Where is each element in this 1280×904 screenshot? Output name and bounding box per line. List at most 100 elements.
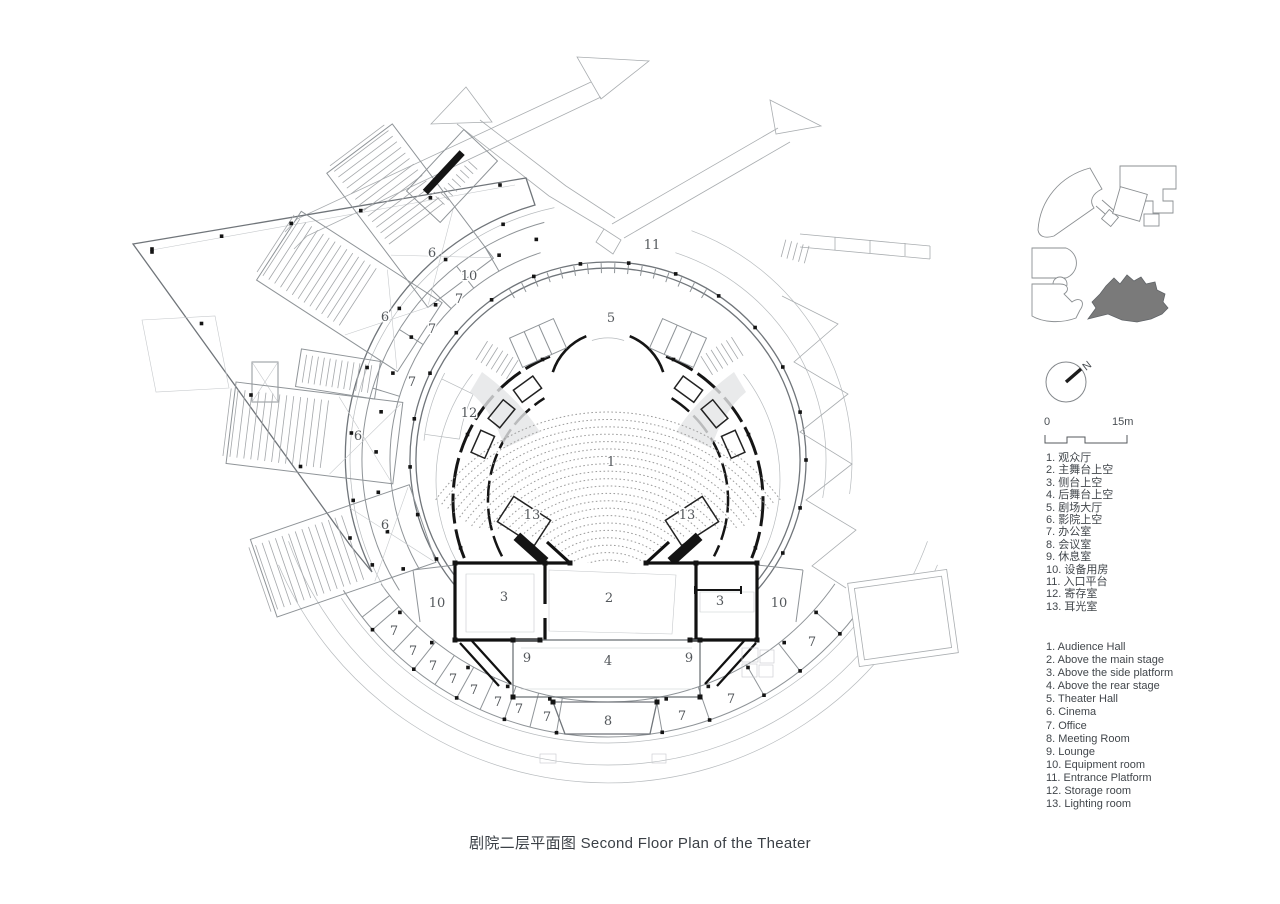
room-divider	[503, 686, 517, 720]
column-dot	[415, 512, 420, 517]
legend-item: 7. Office	[1046, 719, 1087, 732]
room-number-label: 10	[429, 596, 446, 611]
legend-item: 12. 寄存室	[1046, 588, 1098, 601]
room-number-label: 7	[390, 624, 398, 639]
column-dot	[401, 567, 405, 571]
legend-item: 3. Above the side platform	[1046, 667, 1174, 680]
ramp-arrow	[576, 56, 651, 100]
room-number-label: 7	[515, 702, 523, 717]
column-dot	[463, 275, 467, 279]
column-dot	[532, 274, 536, 279]
column-dot	[150, 250, 154, 254]
column-dot	[249, 393, 253, 397]
stage-walls	[453, 561, 759, 642]
room-divider	[479, 677, 495, 710]
legend-item: 4. Above the rear stage	[1046, 680, 1160, 693]
column-dot	[804, 458, 808, 462]
column-dot	[398, 610, 402, 615]
column-dot	[550, 699, 556, 705]
column-dot	[643, 560, 649, 566]
column-dot	[501, 222, 505, 227]
north-arrow: N	[1045, 359, 1094, 403]
room-number-label: 7	[429, 659, 437, 674]
room-number-label: 10	[461, 269, 478, 284]
column-dot	[359, 208, 363, 213]
column-dot	[489, 298, 494, 302]
column-dot	[578, 262, 583, 266]
column-dot	[397, 306, 402, 311]
column-dot	[428, 196, 433, 200]
escalator-foyer	[294, 348, 382, 400]
column-dot	[452, 560, 458, 566]
stairs-hatch	[700, 336, 744, 376]
cinema-hall	[222, 381, 404, 485]
cinema-hall	[248, 484, 437, 618]
column-dot	[502, 717, 507, 722]
column-dot	[798, 506, 802, 510]
column-dot	[746, 432, 751, 437]
column-dot	[289, 221, 293, 226]
room-number-label: 2	[605, 591, 613, 606]
plan-arc	[691, 230, 853, 495]
column-dot	[498, 183, 502, 187]
lighting-room	[664, 495, 720, 547]
entrance-stairs	[780, 239, 810, 264]
plan-arc	[551, 334, 587, 373]
stage-block	[412, 540, 804, 764]
drawing-caption: 剧院二层平面图 Second Floor Plan of the Theater	[469, 835, 811, 852]
room-divider	[372, 606, 400, 631]
room-divider	[434, 655, 455, 685]
room-number-label: 1	[607, 455, 615, 470]
room-number-label: 7	[470, 683, 478, 698]
room-divider	[372, 387, 400, 397]
plan-arc	[415, 267, 801, 634]
plan-arc	[435, 373, 473, 561]
legend-item: 4. 后舞台上空	[1046, 489, 1114, 502]
stair-bar	[513, 532, 549, 566]
column-dot	[409, 335, 414, 339]
plan-arc	[591, 337, 625, 341]
plan-arc	[423, 372, 446, 441]
column-dot	[497, 253, 501, 257]
column-dot	[412, 417, 417, 421]
column-dot	[349, 431, 354, 435]
cinema-wing	[222, 123, 499, 618]
column-dot	[510, 637, 516, 643]
room-number-label: 6	[354, 429, 362, 444]
lounge-stairs	[459, 640, 757, 687]
column-dot	[660, 730, 664, 735]
column-dot	[754, 637, 760, 643]
column-dot	[365, 365, 369, 370]
room-number-label: 3	[716, 594, 724, 609]
legend-item: 2. Above the main stage	[1046, 654, 1165, 667]
stairs-hatch	[475, 340, 519, 380]
escalator-hatch	[301, 354, 373, 393]
plan-arc	[342, 590, 874, 738]
rear-stage	[512, 639, 701, 698]
balcony-boxes	[470, 375, 746, 460]
balcony-wedge	[676, 372, 746, 448]
room-number-label: 7	[449, 672, 457, 687]
column-dot	[351, 498, 355, 503]
room-divider	[456, 667, 475, 699]
column-dot	[762, 693, 766, 697]
terrace-outline	[141, 315, 230, 393]
plan-arc	[459, 394, 474, 440]
legend-item: 9. Lounge	[1046, 745, 1095, 758]
column-dot	[567, 560, 573, 566]
column-dot	[548, 697, 552, 701]
key-theater-highlight	[1087, 274, 1169, 323]
column-dot	[443, 257, 448, 262]
room-number-label: 13	[679, 508, 696, 523]
toilet-cluster	[741, 647, 775, 678]
upper-foyer-block	[405, 128, 499, 224]
column-dot	[654, 699, 660, 705]
column-dot	[370, 627, 375, 632]
column-dot	[466, 665, 470, 670]
room-number-label: 7	[808, 635, 816, 650]
plan-room-dividers	[361, 246, 841, 733]
